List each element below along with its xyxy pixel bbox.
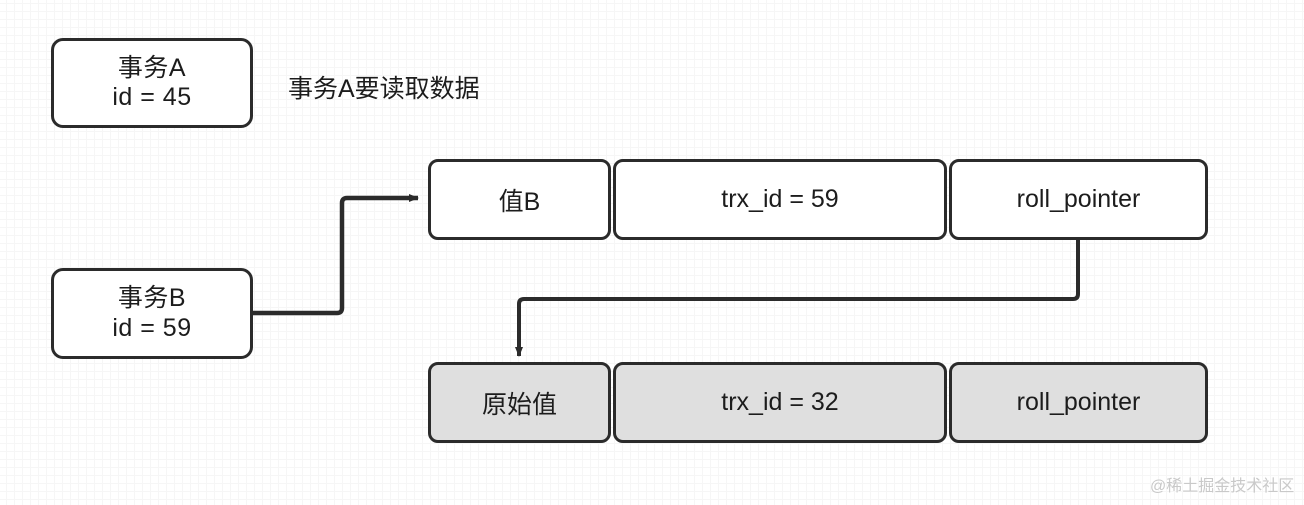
- transaction-a-id: id = 45: [112, 83, 192, 111]
- transaction-node-b[interactable]: 事务B id = 59: [51, 268, 253, 359]
- transaction-b-id: id = 59: [112, 313, 192, 342]
- connector-txnb-to-current-record: [253, 194, 419, 316]
- watermark: @稀土掘金技术社区: [1150, 478, 1295, 495]
- transaction-a-name: 事务A: [117, 53, 187, 82]
- record-current-cell-value[interactable]: 值B: [428, 159, 611, 240]
- record-undo-cell-trxid[interactable]: trx_id = 32: [613, 362, 947, 443]
- connector-rollpointer-to-undo-record: [515, 240, 1080, 357]
- caption-read-data: 事务A要读取数据: [288, 75, 480, 103]
- transaction-node-a[interactable]: 事务A id = 45: [51, 38, 253, 128]
- record-current-cell-trxid[interactable]: trx_id = 59: [613, 159, 947, 240]
- record-undo-cell-rollpointer[interactable]: roll_pointer: [949, 362, 1208, 443]
- record-current-cell-rollpointer[interactable]: roll_pointer: [949, 159, 1208, 240]
- transaction-b-name: 事务B: [117, 284, 187, 312]
- record-undo-cell-value[interactable]: 原始值: [428, 362, 611, 443]
